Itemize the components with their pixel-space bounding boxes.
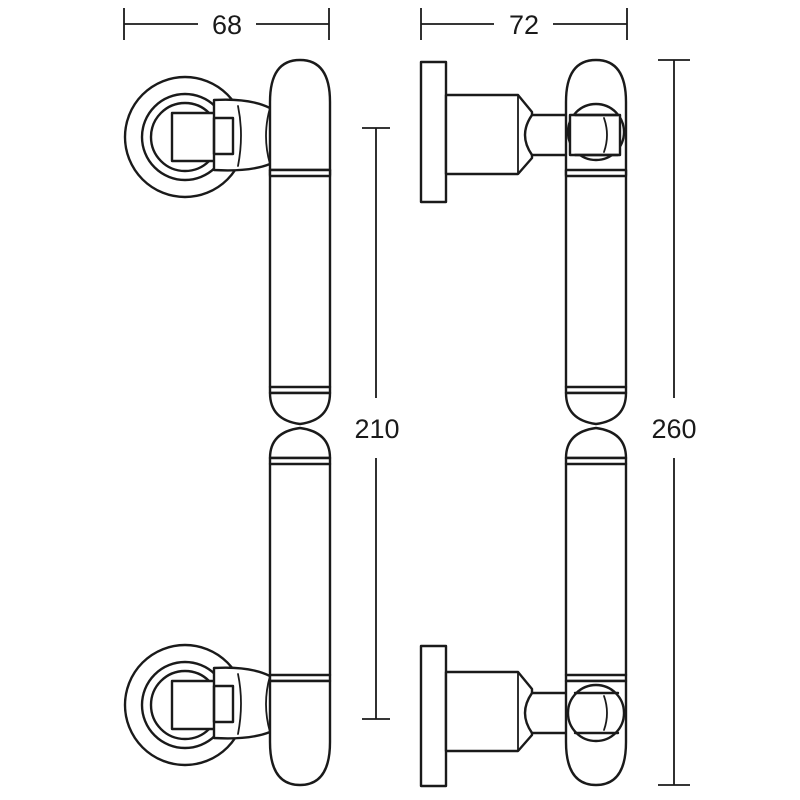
dimension-inner-length: 210: [354, 127, 400, 720]
dimension-label-72: 72: [509, 10, 539, 40]
dimension-width-front: 68: [123, 8, 330, 40]
side-grip: [564, 58, 628, 787]
side-view: [419, 58, 628, 788]
dimension-label-210: 210: [354, 414, 399, 444]
dimension-label-260: 260: [651, 414, 696, 444]
dimension-overall-length: 260: [651, 59, 697, 786]
front-grip: [268, 58, 332, 787]
front-view: [123, 58, 332, 787]
side-bottom-mount: [419, 644, 618, 788]
dimension-width-side: 72: [420, 8, 628, 40]
dimension-label-68: 68: [212, 10, 242, 40]
